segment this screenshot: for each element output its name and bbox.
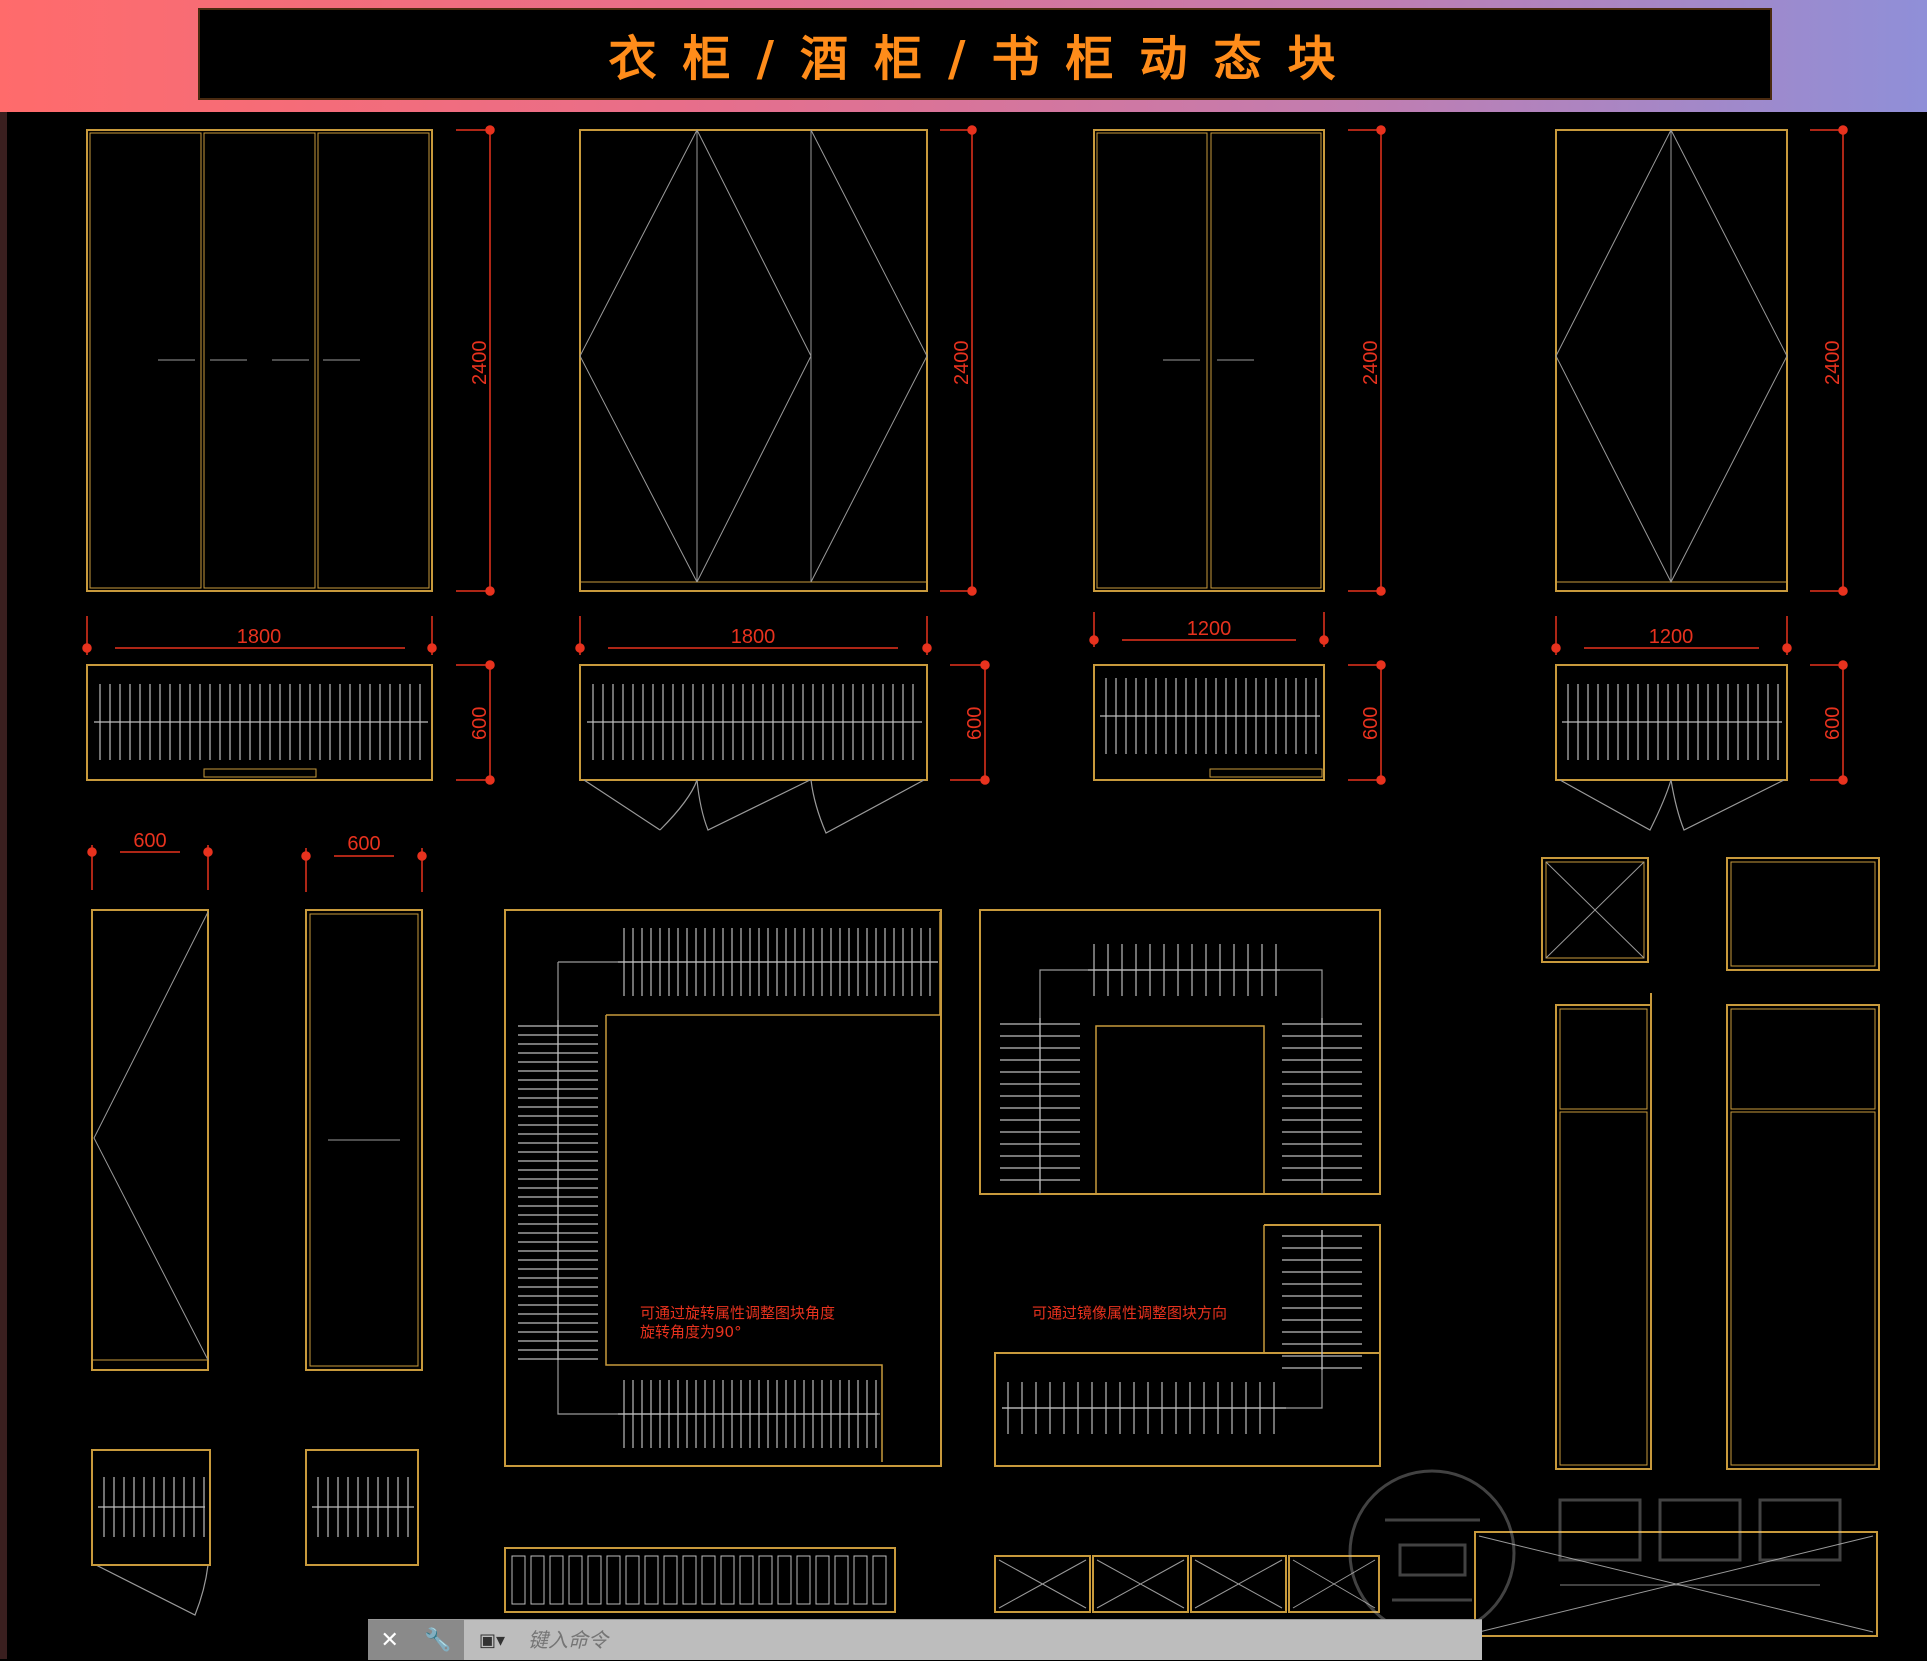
wardrobe-plan-views[interactable] bbox=[86, 664, 1788, 781]
dim-label-narrow-2: 600 bbox=[347, 833, 380, 855]
wine-rack-cells bbox=[511, 1555, 887, 1605]
dim-label-depth-2: 600 bbox=[964, 707, 986, 740]
dim-label-height-3: 2400 bbox=[1360, 341, 1382, 386]
dimension-lines-width bbox=[82, 612, 1792, 655]
dim-label-height-2: 2400 bbox=[951, 341, 973, 386]
command-line-controls: ✕ 🔧 bbox=[368, 1620, 464, 1660]
dim-label-depth-4: 600 bbox=[1822, 707, 1844, 740]
wardrobe-elevation-1800-hinged[interactable] bbox=[86, 129, 433, 592]
dim-label-height-4: 2400 bbox=[1822, 341, 1844, 386]
dim-label-narrow-1: 600 bbox=[133, 830, 166, 852]
wine-rack-elevation[interactable] bbox=[504, 1547, 896, 1613]
page-title: 衣柜/酒柜/书柜动态块 bbox=[608, 31, 1362, 87]
dim-label-width-4: 1200 bbox=[1649, 626, 1694, 648]
bookcase-elevations[interactable] bbox=[1541, 857, 1880, 1470]
hanger-marks bbox=[94, 678, 1782, 1537]
dim-label-depth-3: 600 bbox=[1360, 707, 1382, 740]
command-line-bar[interactable]: ✕ 🔧 ▣▾ bbox=[368, 1619, 1482, 1661]
dim-label-height-1: 2400 bbox=[469, 341, 491, 386]
dim-label-width-1: 1800 bbox=[237, 626, 282, 648]
note-mirror: 可通过镜像属性调整图块方向 bbox=[1032, 1304, 1227, 1322]
dimension-lines-depth bbox=[456, 660, 1848, 785]
door-swing-arcs bbox=[95, 779, 1785, 1616]
dimension-lines-600-narrow bbox=[87, 845, 427, 892]
viewport-left-edge bbox=[0, 112, 7, 1659]
narrow-cabinet-elevations[interactable] bbox=[91, 909, 423, 1566]
terminal-icon[interactable]: ▣▾ bbox=[478, 1629, 506, 1651]
dim-label-width-2: 1800 bbox=[731, 626, 776, 648]
dim-label-width-3: 1200 bbox=[1187, 618, 1232, 640]
command-input[interactable] bbox=[520, 1619, 1482, 1661]
note-rotate-line2: 旋转角度为90° bbox=[640, 1323, 742, 1341]
note-rotate-line1: 可通过旋转属性调整图块角度 bbox=[640, 1304, 835, 1322]
dimension-lines-height bbox=[456, 125, 1848, 596]
cross-braced-cabinets[interactable] bbox=[994, 1531, 1878, 1637]
title-bar: 衣柜/酒柜/书柜动态块 bbox=[198, 8, 1772, 100]
wardrobe-elevation-1800-folding[interactable] bbox=[579, 129, 928, 592]
wardrobe-elevation-1200-hinged[interactable] bbox=[1093, 129, 1325, 592]
watermark-logo bbox=[1348, 1469, 1842, 1637]
close-icon[interactable]: ✕ bbox=[380, 1627, 399, 1653]
wrench-icon[interactable]: 🔧 bbox=[424, 1627, 452, 1653]
wardrobe-elevation-1200-folding[interactable] bbox=[1555, 129, 1788, 592]
dim-label-depth-1: 600 bbox=[469, 707, 491, 740]
